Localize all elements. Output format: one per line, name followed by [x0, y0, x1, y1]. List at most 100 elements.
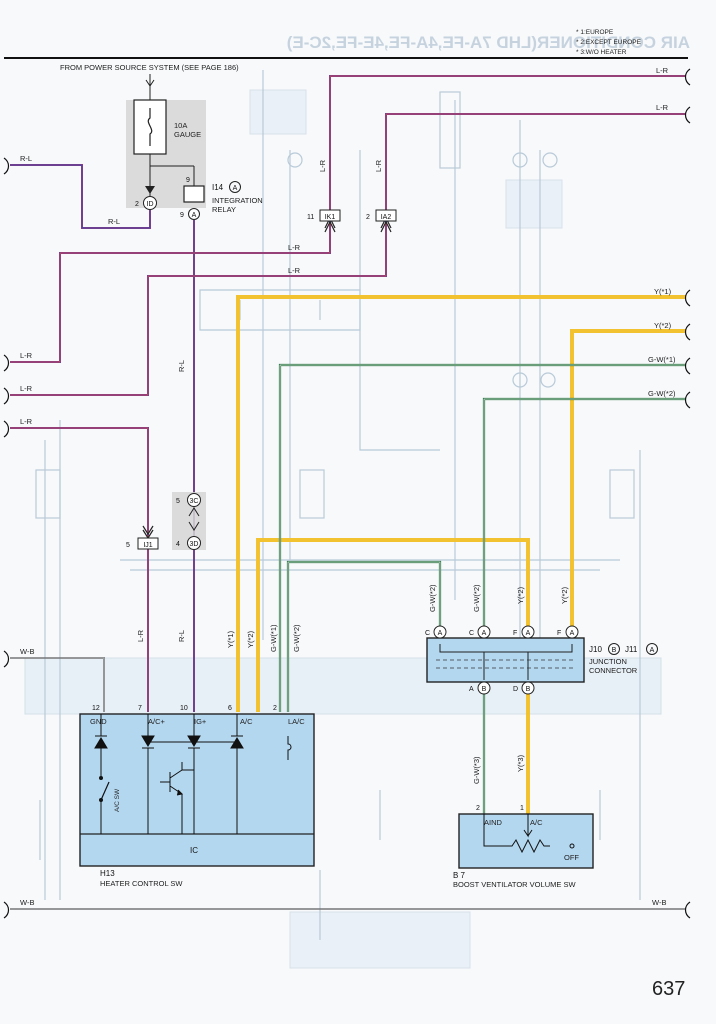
connector-ik1: IK1 11: [307, 209, 341, 233]
mirrored-title: AIR CONDITIONER(LHD 7A-FE,4A-FE,4E-FE,2C…: [287, 33, 690, 52]
wire-label-lr-v2: L-R: [374, 159, 383, 172]
wire-label-y3: Y(*3): [516, 754, 525, 772]
svg-text:A/C: A/C: [530, 818, 543, 827]
svg-text:D: D: [513, 686, 518, 693]
svg-text:C: C: [469, 630, 474, 637]
svg-text:A: A: [570, 630, 575, 637]
transistor-icon: [160, 762, 194, 834]
heater-name: HEATER CONTROL SW: [100, 879, 183, 888]
svg-text:3C: 3C: [190, 498, 199, 505]
svg-text:A: A: [650, 647, 655, 654]
svg-text:5: 5: [126, 542, 130, 549]
ac-switch-label: A/C SW: [114, 788, 121, 812]
svg-text:A: A: [438, 630, 443, 637]
wire-label-wb-3: W-B: [652, 898, 666, 907]
junction-id-pin: 2: [135, 201, 139, 208]
relay-loc: A: [233, 185, 238, 192]
wire-label-y2-jc1: Y(*2): [516, 586, 525, 604]
fuse-rating: 10A: [174, 121, 187, 130]
heater-code: H13: [100, 869, 115, 878]
svg-text:B: B: [526, 686, 531, 693]
integration-relay-box: [183, 185, 205, 203]
junction-code-1: J10: [589, 645, 602, 654]
wire-label-lr-left3: L-R: [20, 417, 33, 426]
svg-text:B: B: [612, 647, 617, 654]
page-number: 637: [652, 978, 685, 1000]
svg-text:5: 5: [176, 498, 180, 505]
wire-label-lr-left1: L-R: [20, 351, 33, 360]
wb-wires: [10, 657, 686, 910]
svg-text:1: 1: [520, 805, 524, 812]
svg-text:A: A: [526, 630, 531, 637]
boost-off-label: OFF: [564, 853, 579, 862]
junction-id-marker: [143, 196, 157, 210]
fuse-icon: [147, 108, 153, 146]
wire-label-y2-right: Y(*2): [654, 321, 672, 330]
svg-text:A: A: [482, 630, 487, 637]
relay-name-1: INTEGRATION: [212, 196, 263, 205]
y-wires: [236, 295, 686, 814]
boost-name: BOOST VENTILATOR VOLUME SW: [453, 880, 576, 889]
svg-text:IJ1: IJ1: [143, 542, 152, 549]
svg-text:4: 4: [176, 541, 180, 548]
junction-code-2: J11: [625, 645, 638, 654]
header: AIR CONDITIONER(LHD 7A-FE,4A-FE,4E-FE,2C…: [4, 29, 690, 72]
wire-label-y1-right: Y(*1): [654, 287, 672, 296]
svg-text:IK1: IK1: [325, 214, 336, 221]
junction-name-2: CONNECTOR: [589, 666, 638, 675]
wire-label-lr-top2: L-R: [656, 103, 669, 112]
power-source-label: FROM POWER SOURCE SYSTEM (SEE PAGE 186): [60, 63, 239, 72]
wire-label-lr-left2: L-R: [20, 384, 33, 393]
connector-3c-3d: 3C 5 3D 4: [172, 492, 206, 550]
wire-label-gw2-jc2: G-W(*2): [472, 584, 481, 612]
fuse-name: GAUGE: [174, 130, 201, 139]
wire-label-gw3: G-W(*3): [472, 756, 481, 784]
relay-name-2: RELAY: [212, 205, 236, 214]
svg-text:AIND: AIND: [484, 818, 503, 827]
note-2: * 2:EXCEPT EUROPE: [576, 39, 642, 46]
heater-ic-label: IC: [190, 846, 198, 855]
svg-text:IA2: IA2: [381, 214, 392, 221]
svg-text:2: 2: [476, 805, 480, 812]
svg-text:12: 12: [92, 705, 100, 712]
ac-switch-icon: [99, 776, 110, 802]
resistor-icon: [483, 814, 575, 854]
relay-pin-left: 9: [180, 212, 184, 219]
wire-label-gw2-vert: G-W(*2): [292, 624, 301, 652]
connector-ia2: IA2 2: [366, 209, 397, 233]
junction-id-arrow: [145, 186, 155, 194]
wire-label-gw2-jc1: G-W(*2): [428, 584, 437, 612]
svg-text:10: 10: [180, 705, 188, 712]
wire-label-lr-h2: L-R: [288, 266, 301, 275]
svg-text:A: A: [469, 686, 474, 693]
wire-label-lr-top1: L-R: [656, 66, 669, 75]
svg-text:F: F: [513, 630, 517, 637]
svg-text:LA/C: LA/C: [288, 717, 305, 726]
wire-end-markers: [3, 68, 691, 919]
boost-ventilator-switch: 2 1 AIND A/C OFF B 7 BOOST VENTILATOR VO…: [453, 805, 594, 889]
relay-pin-conn: A: [192, 212, 197, 219]
wire-label-lr-v3: L-R: [136, 629, 145, 642]
svg-text:A/C: A/C: [240, 717, 253, 726]
svg-text:2: 2: [273, 705, 277, 712]
wire-label-lr-v1: L-R: [318, 159, 327, 172]
junction-name-1: JUNCTION: [589, 657, 627, 666]
wire-label-wb-1: W-B: [20, 647, 34, 656]
wire-label-rl-mid: R-L: [108, 217, 120, 226]
wire-label-y2-vert: Y(*2): [246, 630, 255, 648]
svg-text:A/C+: A/C+: [148, 717, 166, 726]
svg-text:7: 7: [138, 705, 142, 712]
rl-wires: [10, 164, 195, 712]
wire-label-gw2-right: G-W(*2): [648, 389, 676, 398]
relay-pin-conn-marker: [188, 208, 200, 220]
wire-label-gw1-vert: G-W(*1): [269, 624, 278, 652]
wire-label-rl-left: R-L: [20, 154, 32, 163]
connector-ij1: IJ1 5: [126, 525, 159, 550]
svg-text:GND: GND: [90, 717, 107, 726]
relay-pin-top: 9: [186, 177, 190, 184]
junction-connector: A C A C A F A F B A B D J10 B J11 A JUNC…: [425, 625, 658, 695]
svg-text:IG+: IG+: [194, 717, 207, 726]
svg-text:F: F: [557, 630, 561, 637]
lr-wires: [10, 75, 686, 712]
